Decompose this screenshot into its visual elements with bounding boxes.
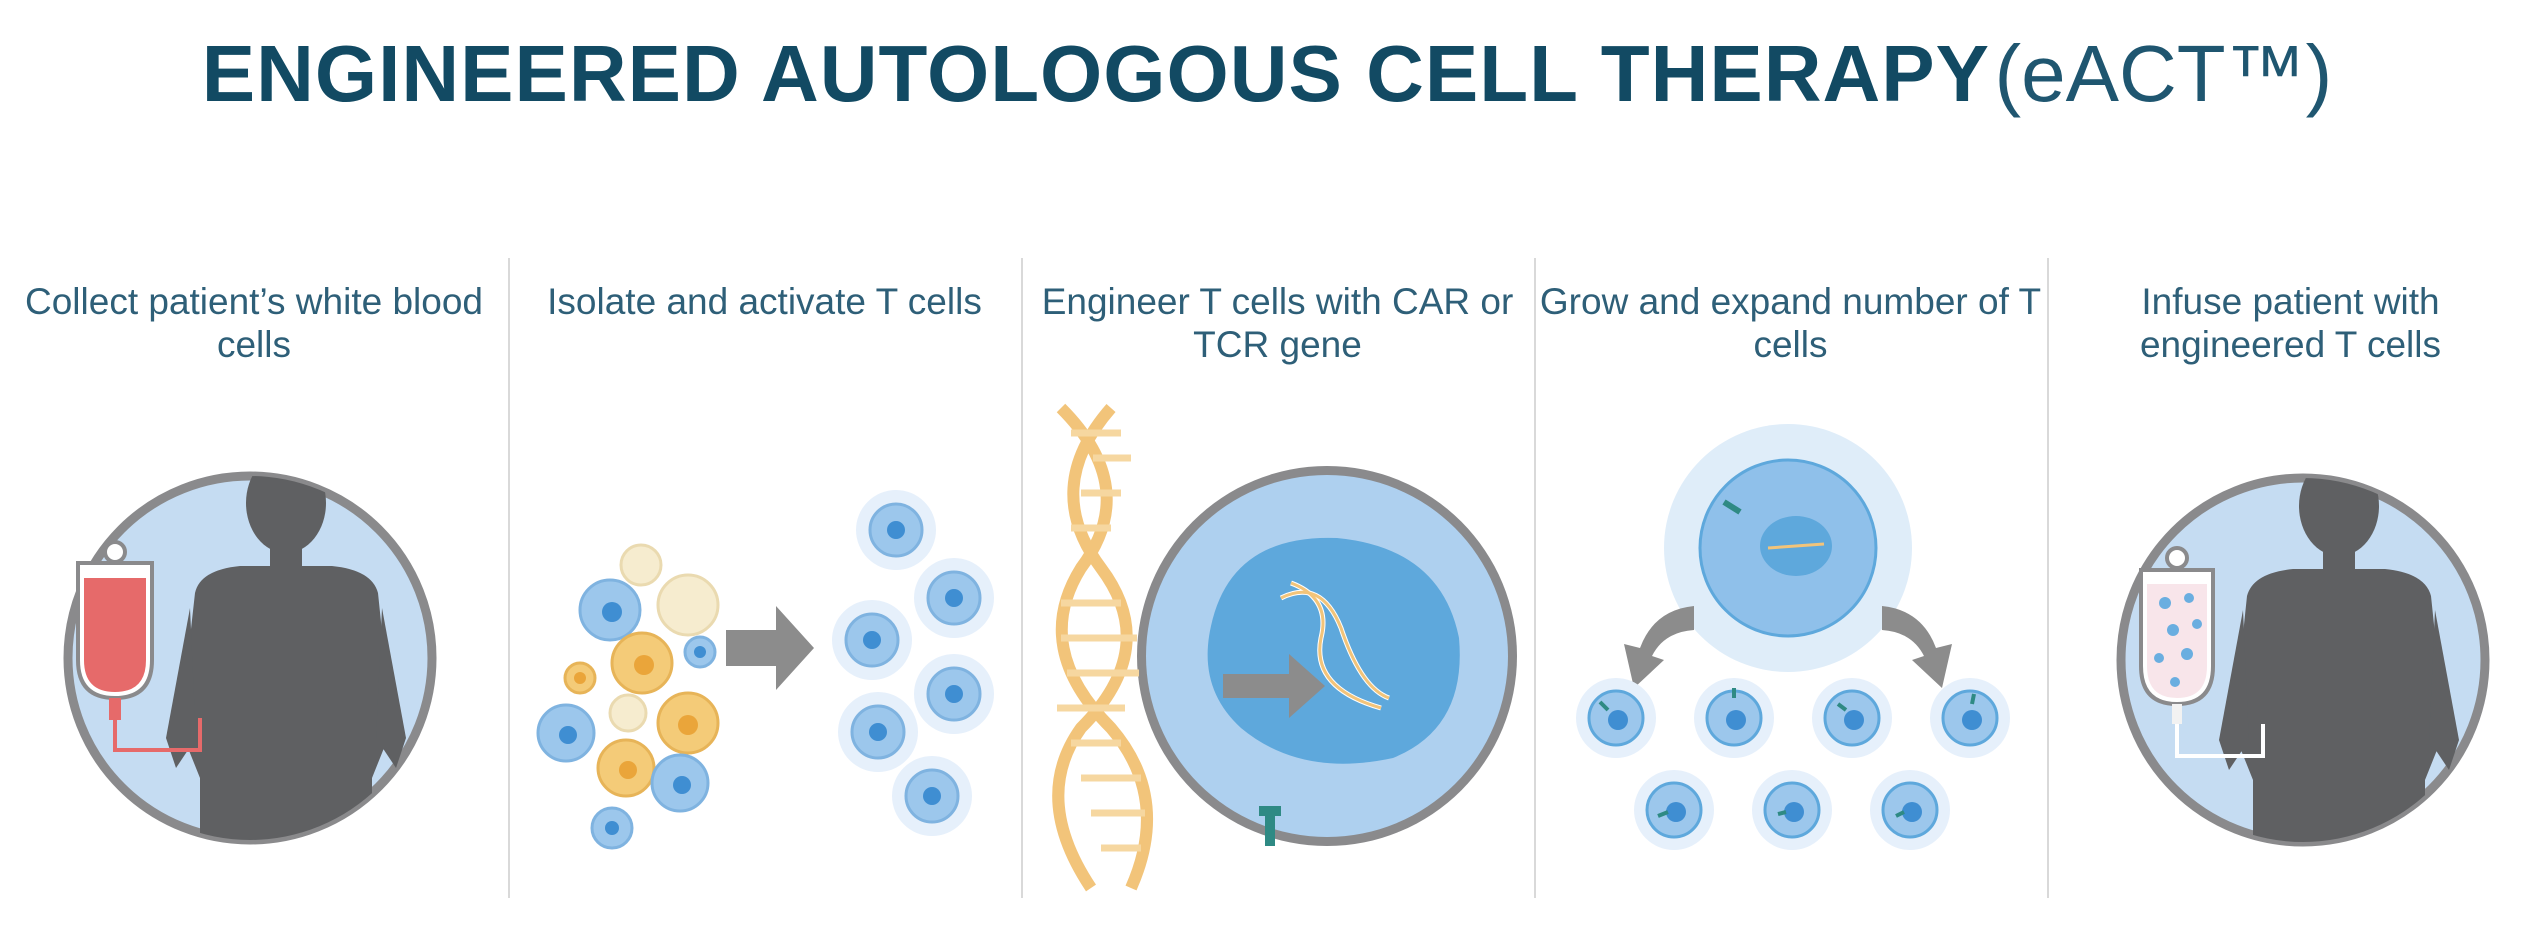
divider bbox=[2047, 258, 2049, 898]
step-label-isolate: Isolate and activate T cells bbox=[547, 281, 982, 322]
cell-expansion-icon bbox=[1576, 424, 2010, 850]
step-infuse: Infuse patient with engineered T cells bbox=[2047, 258, 2534, 898]
page-title: ENGINEERED AUTOLOGOUS CELL THERAPY (eACT… bbox=[0, 28, 2534, 120]
step-isolate: Isolate and activate T cells bbox=[508, 258, 1021, 898]
step-label-expand: Grow and expand number of T cells bbox=[1539, 281, 2042, 365]
title-main: ENGINEERED AUTOLOGOUS CELL THERAPY bbox=[201, 29, 1991, 118]
cell-activation-icon bbox=[536, 490, 994, 850]
step-engineer: Engineer T cells with CAR or TCR gene bbox=[1021, 258, 1534, 898]
divider bbox=[1534, 258, 1536, 898]
title-acronym: (eACT™) bbox=[1994, 29, 2333, 118]
step-collect: Collect patient’s white blood cells bbox=[0, 258, 508, 898]
divider bbox=[508, 258, 510, 898]
step-expand: Grow and expand number of T cells bbox=[1534, 258, 2047, 898]
divider bbox=[1021, 258, 1023, 898]
infusion-icon bbox=[2116, 473, 2490, 847]
dna-engineering-icon bbox=[1052, 403, 1517, 892]
step-label-collect: Collect patient’s white blood cells bbox=[25, 281, 483, 365]
step-label-infuse: Infuse patient with engineered T cells bbox=[2139, 281, 2441, 365]
blood-collection-icon bbox=[63, 471, 437, 845]
step-label-engineer: Engineer T cells with CAR or TCR gene bbox=[1041, 281, 1514, 365]
